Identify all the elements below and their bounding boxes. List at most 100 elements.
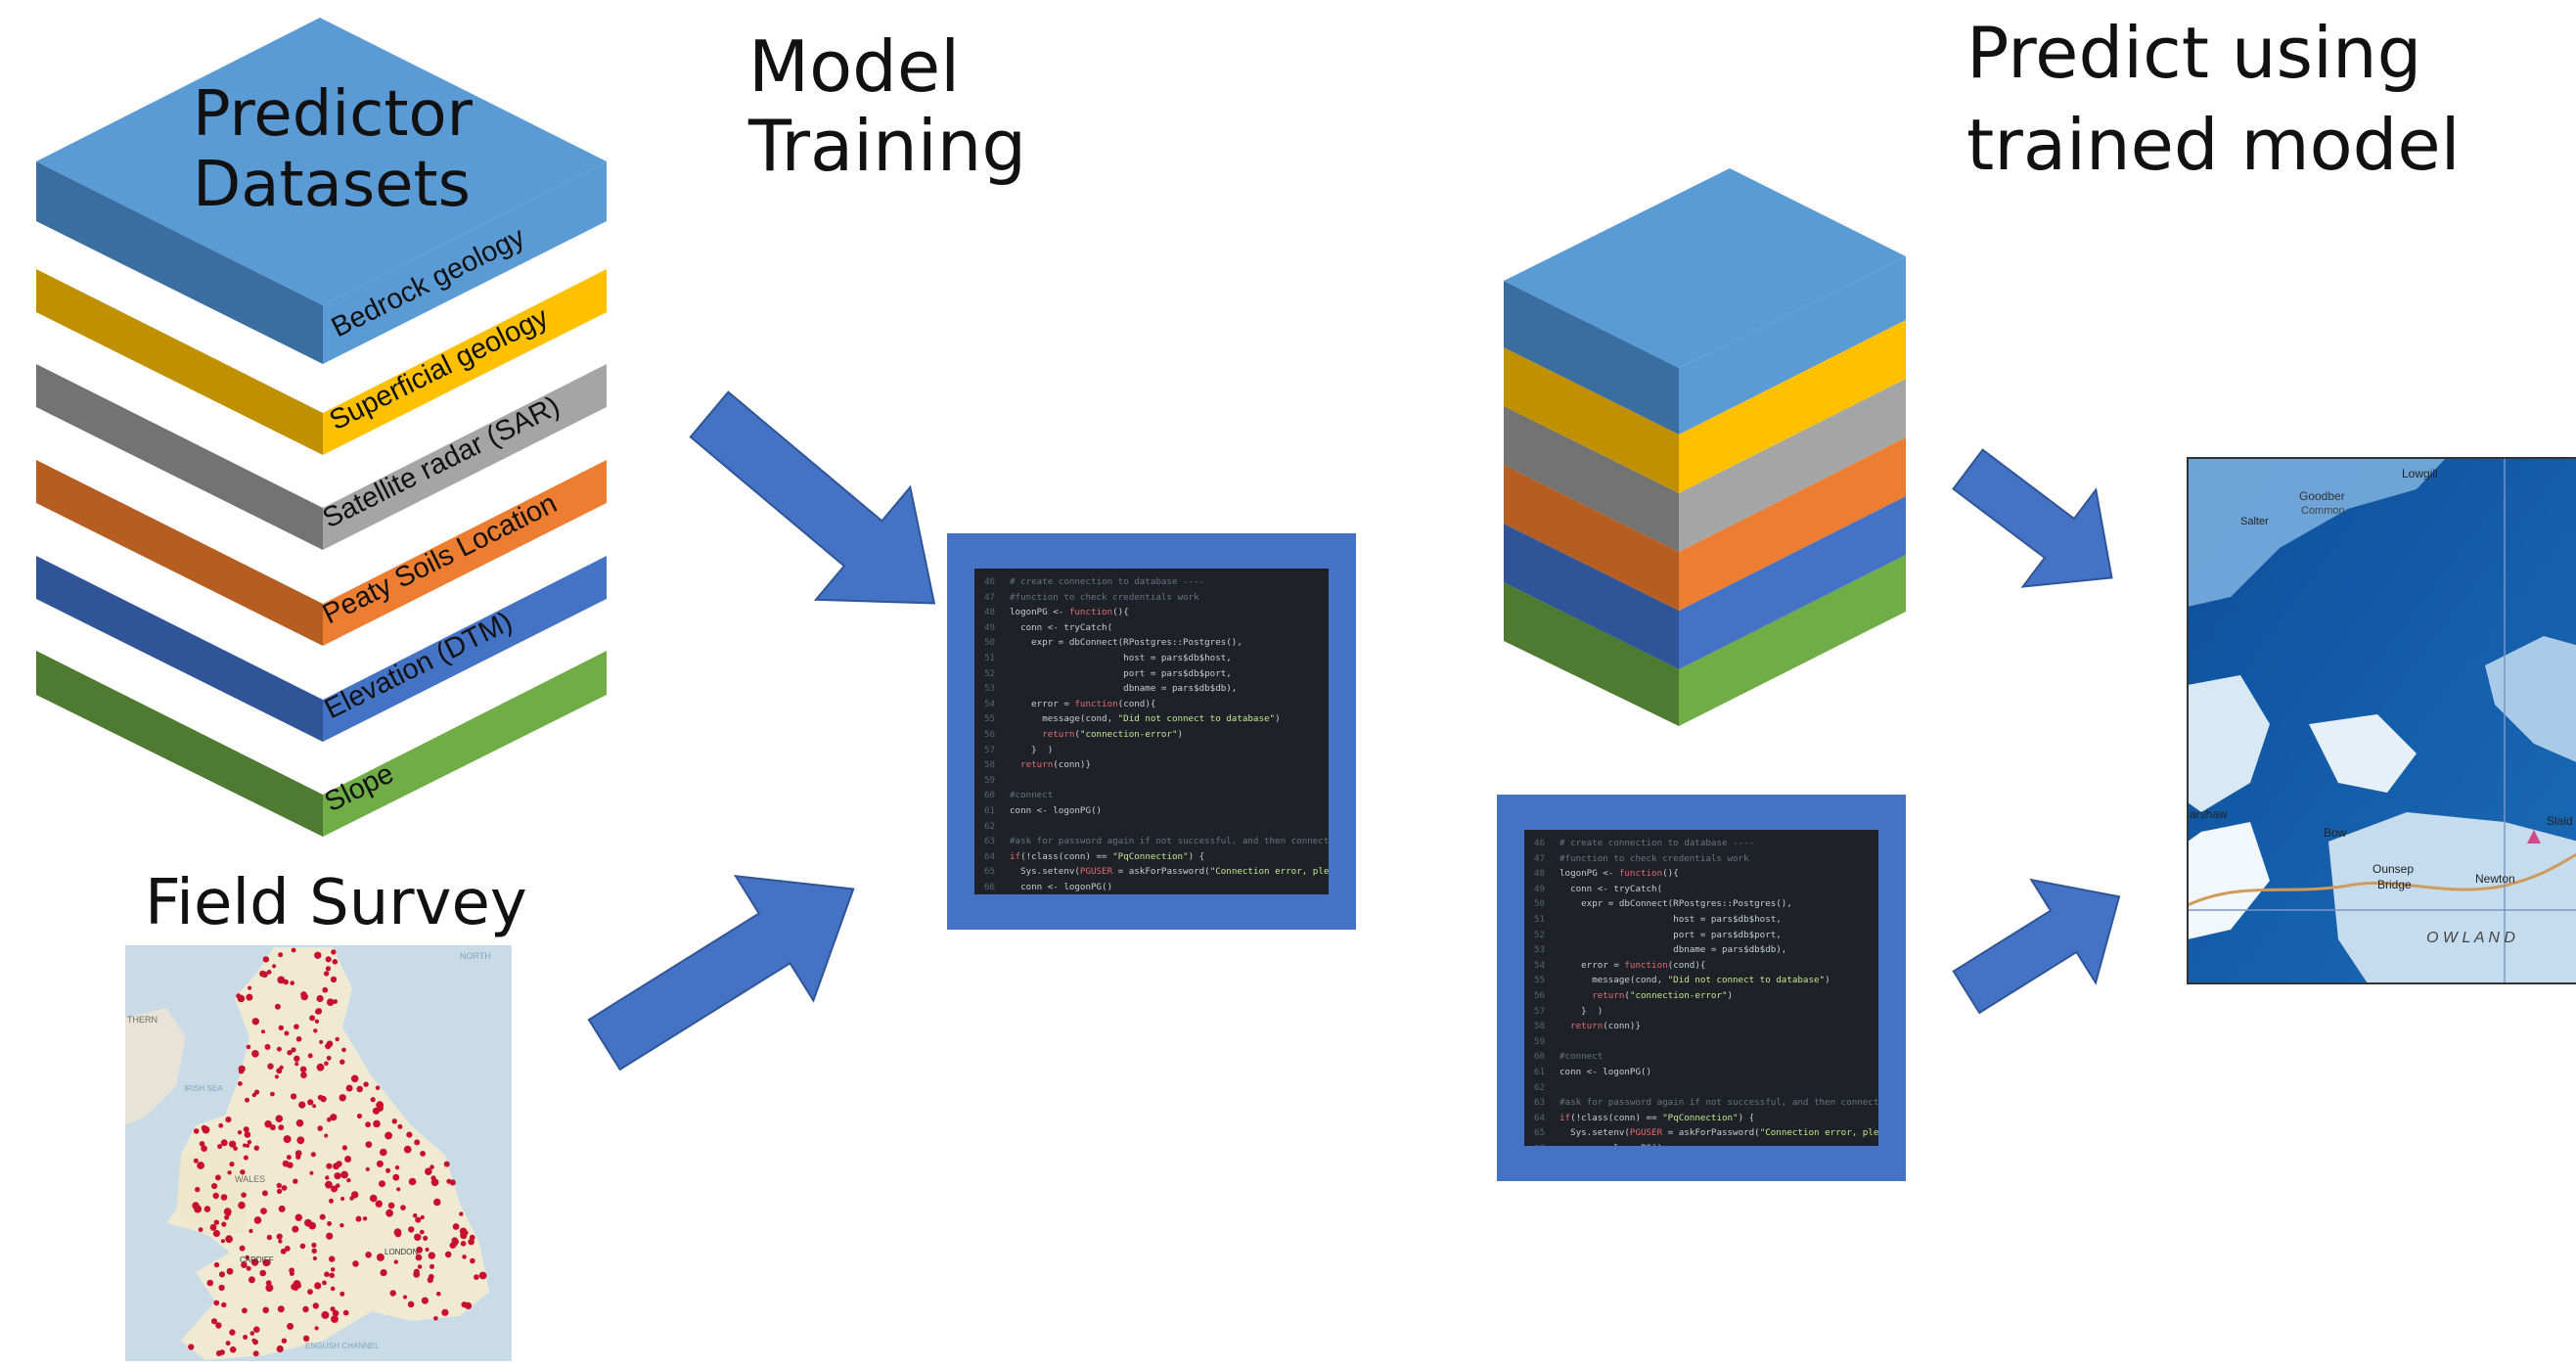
predict-layer-orange-right xyxy=(1679,437,1906,611)
code-token: conn <- logonPG() xyxy=(1010,804,1103,816)
survey-point xyxy=(212,1229,220,1238)
code-token: } ) xyxy=(1010,744,1054,755)
layer-peaty-left-face xyxy=(36,460,323,646)
code-line-number: 58 xyxy=(1534,1021,1546,1032)
survey-point xyxy=(291,1047,296,1053)
code-token: error = xyxy=(1559,959,1625,971)
survey-point xyxy=(393,1228,402,1237)
map-light-area-right xyxy=(2485,636,2576,762)
predict-datasets-stack xyxy=(1504,168,1906,726)
survey-point xyxy=(213,1300,220,1306)
survey-point xyxy=(281,1185,288,1191)
survey-point xyxy=(217,1144,223,1150)
survey-point xyxy=(261,1029,265,1034)
code-line: 47#function to check credentials work xyxy=(1534,851,1878,867)
code-token: ) xyxy=(1177,728,1184,740)
code-line: 63#ask for password again if not success… xyxy=(984,834,1329,849)
survey-point xyxy=(229,1162,235,1167)
survey-point xyxy=(245,1255,249,1260)
survey-point xyxy=(314,1326,319,1331)
survey-point xyxy=(419,1229,425,1235)
code-line: 58 return(conn)} xyxy=(1534,1019,1878,1034)
code-token: ) xyxy=(1727,989,1734,1001)
code-line: 55 message(cond, "Did not connect to dat… xyxy=(1534,973,1878,988)
survey-point xyxy=(226,1267,234,1275)
layer-sar-left-face xyxy=(36,364,323,550)
field-survey-map: NORTH THERN IRISH SEA WALES CARDIFF LOND… xyxy=(125,945,512,1361)
layer-superficial-right-face xyxy=(323,269,607,455)
survey-point xyxy=(206,1279,214,1287)
survey-point xyxy=(365,1166,370,1171)
survey-point xyxy=(294,1213,302,1221)
survey-point xyxy=(317,1094,324,1101)
survey-point xyxy=(225,1235,234,1244)
code-line: 60#connect xyxy=(984,788,1329,803)
survey-point xyxy=(267,1063,274,1070)
survey-point xyxy=(265,1284,274,1293)
survey-point xyxy=(243,1126,249,1133)
survey-point xyxy=(339,1094,346,1102)
survey-point xyxy=(403,1145,412,1154)
survey-point xyxy=(279,979,285,983)
survey-point xyxy=(251,1018,259,1026)
code-token: "Did not connect to database" xyxy=(1117,713,1276,725)
code-line: 49 conn <- tryCatch( xyxy=(1534,882,1878,897)
map-label-lowgill: Lowgill xyxy=(2402,467,2438,480)
survey-point xyxy=(314,951,322,959)
survey-point xyxy=(238,1068,245,1074)
survey-point xyxy=(372,1107,381,1115)
code-line-number: 49 xyxy=(984,621,996,633)
survey-point xyxy=(332,959,339,965)
code-line-number: 50 xyxy=(1534,898,1546,910)
code-token: conn <- tryCatch( xyxy=(1010,621,1113,633)
survey-point xyxy=(264,1119,272,1128)
survey-point xyxy=(261,1190,268,1197)
code-line: 62 xyxy=(984,819,1329,835)
arrow-stack-to-map xyxy=(1952,448,2113,588)
survey-point xyxy=(316,994,324,1003)
code-line: 52 port = pars$db$port, xyxy=(1534,928,1878,943)
survey-point xyxy=(324,1271,330,1277)
map-label-cardiff: CARDIFF xyxy=(240,1255,274,1264)
predict-title-line-1: Predict using xyxy=(1966,12,2422,94)
survey-point xyxy=(307,1099,314,1106)
survey-point xyxy=(319,1213,326,1220)
survey-point xyxy=(287,1050,293,1056)
survey-point xyxy=(425,1247,429,1253)
code-token: if xyxy=(1559,1112,1571,1123)
code-token: ( xyxy=(1074,728,1080,740)
map-label-wales: WALES xyxy=(235,1174,265,1184)
code-line-number: 64 xyxy=(1534,1112,1546,1123)
code-line-number: 56 xyxy=(1534,989,1546,1001)
code-token: error = xyxy=(1010,698,1075,709)
field-survey-title: Field Survey xyxy=(145,867,527,939)
survey-point xyxy=(302,1305,309,1313)
survey-point xyxy=(253,1089,260,1095)
code-token: if xyxy=(1010,850,1021,862)
code-token: ) { xyxy=(1188,850,1205,862)
survey-point xyxy=(423,1235,429,1241)
survey-point xyxy=(330,1286,336,1292)
code-line-number: 61 xyxy=(984,804,996,816)
survey-point xyxy=(201,1124,207,1131)
survey-point xyxy=(345,1084,353,1092)
survey-point xyxy=(474,1274,479,1280)
code-token: return xyxy=(1559,1021,1604,1032)
survey-point xyxy=(218,1284,225,1292)
survey-point xyxy=(290,1093,297,1100)
survey-point xyxy=(436,1291,441,1297)
survey-point xyxy=(346,1178,351,1183)
survey-point xyxy=(339,1059,345,1065)
code-line: 50 expr = dbConnect(RPostgres::Postgres(… xyxy=(1534,896,1878,912)
survey-point xyxy=(284,1030,290,1036)
survey-point xyxy=(227,1170,232,1175)
survey-point xyxy=(278,1239,283,1244)
code-line: 65 Sys.setenv(PGUSER = askForPassword("C… xyxy=(1534,1125,1878,1141)
survey-point xyxy=(239,1245,246,1252)
survey-point xyxy=(229,1329,236,1336)
layer-superficial-left-face xyxy=(36,269,323,455)
survey-point xyxy=(240,1169,246,1175)
survey-point xyxy=(248,1276,255,1284)
code-token: (cond){ xyxy=(1667,959,1706,971)
code-token: "connection-error" xyxy=(1079,728,1178,740)
